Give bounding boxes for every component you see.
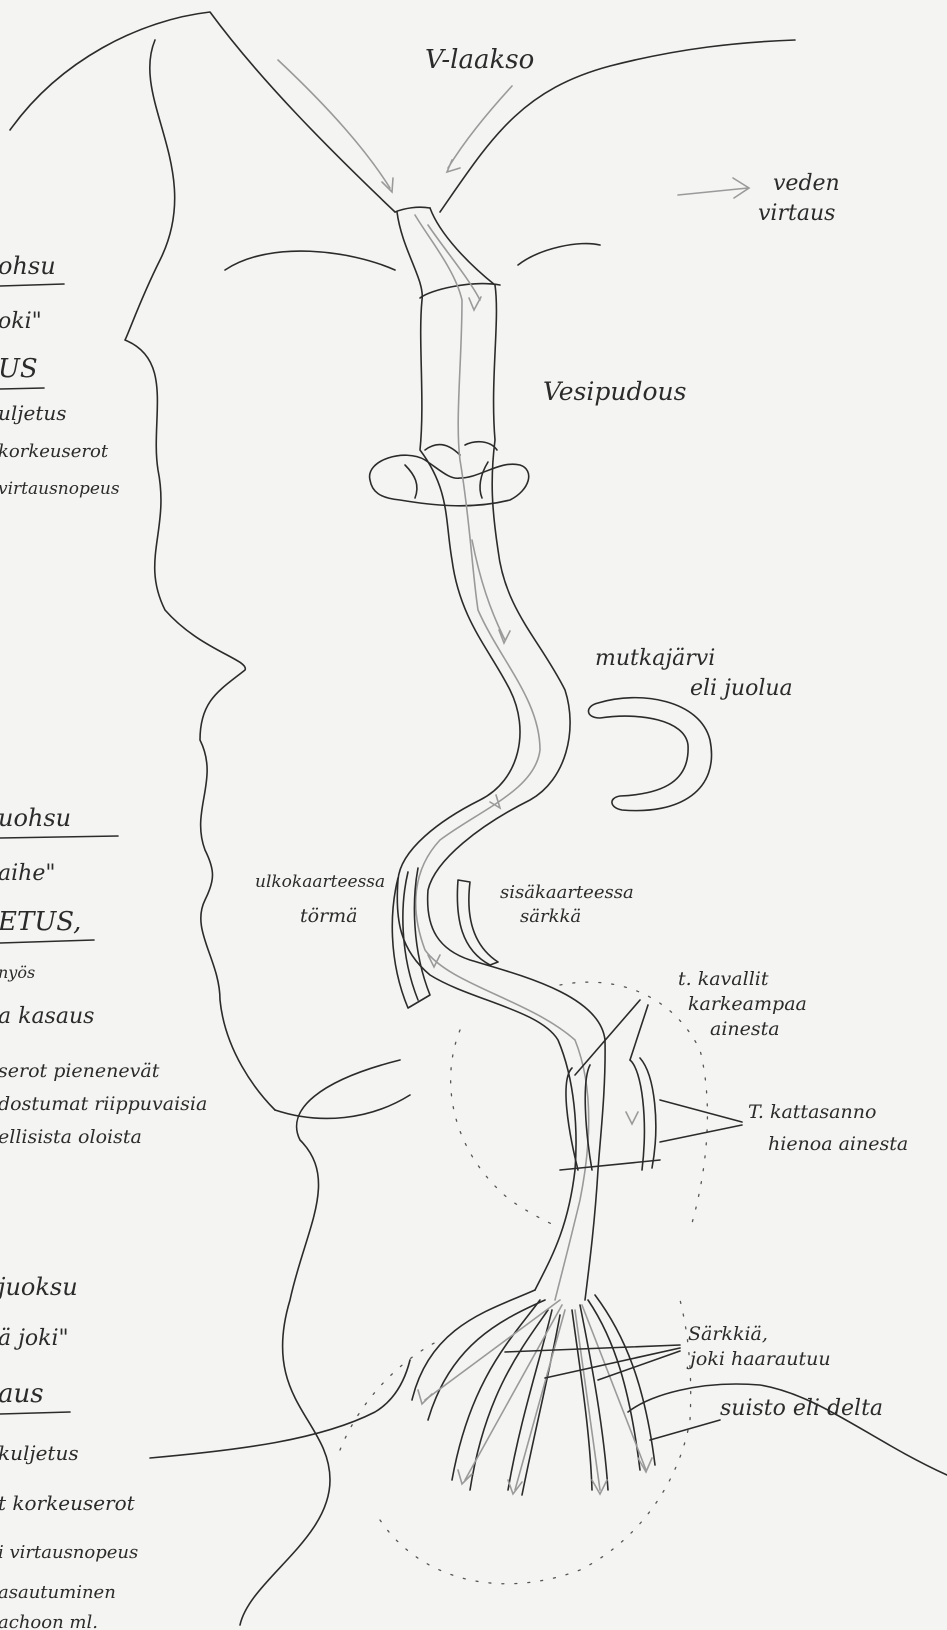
- middle-note-5: a kasaus: [0, 1004, 94, 1029]
- floodplain-left: [451, 1030, 560, 1228]
- plunge-pool: [370, 455, 529, 506]
- lower-note-1: juoksu: [0, 1273, 78, 1301]
- upper-left-hill: [10, 12, 395, 212]
- lower-note-5: t korkeuserot: [0, 1491, 136, 1515]
- middle-course-notes: uohsu aihe" ETUS, nyös a kasaus serot pi…: [0, 804, 207, 1148]
- left-margin-notes: ohsu oki" US uljetus korkeuserot virtaus…: [0, 252, 207, 1630]
- waterfall-right-ridge: [518, 244, 600, 265]
- label-flow-1: veden: [773, 171, 840, 196]
- flow-line-left-slope: [278, 60, 390, 188]
- label-inner-bend-2: särkkä: [520, 906, 581, 927]
- delta-leader: [650, 1420, 720, 1440]
- delta-ground-line: [150, 1360, 410, 1458]
- levee-right: [630, 1058, 656, 1170]
- label-delta: suisto eli delta: [720, 1396, 883, 1421]
- mid-left-terrain-line: [275, 1095, 410, 1118]
- flow-lines: [278, 60, 749, 1300]
- underline: [0, 1412, 70, 1414]
- lower-course-notes: juoksu ä joki" aus kuljetus t korkeusero…: [0, 1273, 138, 1630]
- lower-note-7: asautuminen: [0, 1582, 116, 1603]
- upper-note-4: uljetus: [0, 401, 67, 425]
- plunge-pool-inner: [405, 462, 488, 498]
- label-levee-2: hienoa ainesta: [768, 1133, 908, 1155]
- inner-bank-bar: [457, 880, 498, 965]
- flow-line-secondary: [428, 225, 505, 640]
- terrain-outlines: [10, 12, 947, 1625]
- middle-note-6: serot pienenevät: [0, 1060, 160, 1082]
- middle-note-7: dostumat riippuvaisia: [0, 1093, 207, 1115]
- lower-left-hill: [240, 1060, 400, 1625]
- lower-note-8: achoon ml.: [0, 1612, 98, 1630]
- label-gravel-3: ainesta: [710, 1018, 780, 1040]
- middle-note-1: uohsu: [0, 804, 71, 832]
- oxbow-lake: [588, 698, 711, 811]
- left-bank-wavy-outline: [125, 40, 275, 1110]
- distributary-leader-1: [505, 1345, 680, 1352]
- underline: [0, 388, 44, 389]
- upper-course-notes: ohsu oki" US uljetus korkeuserot virtaus…: [0, 252, 120, 499]
- label-gravel-1: t. kavallit: [678, 968, 769, 990]
- distributary-leader-2: [545, 1348, 680, 1378]
- underline: [0, 940, 94, 943]
- diagram-labels: V-laakso veden virtaus Vesipudous mutkaj…: [255, 45, 908, 1421]
- distributary-leader-3: [598, 1351, 680, 1380]
- lower-note-3: aus: [0, 1379, 44, 1409]
- label-levee-1: T. kattasanno: [748, 1101, 876, 1123]
- middle-note-2: aihe": [0, 861, 55, 886]
- leader-lines: [505, 1000, 742, 1440]
- label-distributary-1: Särkkiä,: [688, 1323, 768, 1345]
- label-gravel-2: karkeampaa: [688, 993, 807, 1015]
- waterfall-left-ridge: [225, 251, 395, 270]
- arrow-head: [447, 160, 460, 172]
- delta-channel-1: [412, 1290, 545, 1420]
- gravel-leader-2: [630, 1005, 648, 1060]
- river-channel: [370, 207, 606, 1300]
- lower-note-4: kuljetus: [0, 1441, 79, 1465]
- label-waterfall: Vesipudous: [543, 377, 686, 406]
- label-oxbow-2: eli juolua: [690, 676, 793, 701]
- upper-note-5: korkeuserot: [0, 441, 109, 462]
- floodplain-boundaries: [340, 982, 707, 1584]
- upper-note-3: US: [0, 354, 38, 384]
- label-flow-2: virtaus: [758, 201, 835, 226]
- upper-note-1: ohsu: [0, 252, 56, 280]
- delta-channel-2: [452, 1300, 548, 1490]
- river-left-bank: [397, 212, 576, 1290]
- waterfall-lower-lip: [425, 442, 497, 455]
- delta-distributaries: [412, 1290, 655, 1495]
- label-inner-bend-1: sisäkaarteessa: [500, 882, 634, 903]
- label-v-valley: V-laakso: [425, 45, 534, 75]
- delta-fan-outline: [340, 1300, 691, 1584]
- valley-top-lip: [395, 207, 430, 212]
- arrow-head: [626, 1112, 638, 1124]
- label-outer-bend-2: törmä: [300, 905, 358, 927]
- middle-note-8: ellisista oloista: [0, 1126, 142, 1148]
- upper-note-2: oki": [0, 309, 42, 334]
- underline: [0, 836, 118, 838]
- delta-channel-5: [588, 1295, 655, 1470]
- middle-note-4: nyös: [0, 963, 35, 982]
- upper-note-6: virtausnopeus: [0, 479, 120, 499]
- underline: [0, 284, 64, 286]
- arrow-head: [469, 297, 481, 310]
- label-outer-bend-1: ulkokaarteessa: [255, 872, 385, 892]
- delta-channel-3: [508, 1310, 560, 1495]
- flow-legend-arrow: [678, 188, 748, 195]
- middle-note-3: ETUS,: [0, 907, 81, 937]
- levee-leader-2: [660, 1125, 742, 1142]
- label-oxbow-1: mutkajärvi: [595, 646, 715, 671]
- gravel-leader-1: [575, 1000, 640, 1075]
- lower-note-2: ä joki": [0, 1326, 69, 1351]
- label-distributary-2: joki haarautuu: [686, 1348, 831, 1370]
- levee-leader-1: [660, 1100, 742, 1122]
- lower-note-6: i virtausnopeus: [0, 1542, 138, 1563]
